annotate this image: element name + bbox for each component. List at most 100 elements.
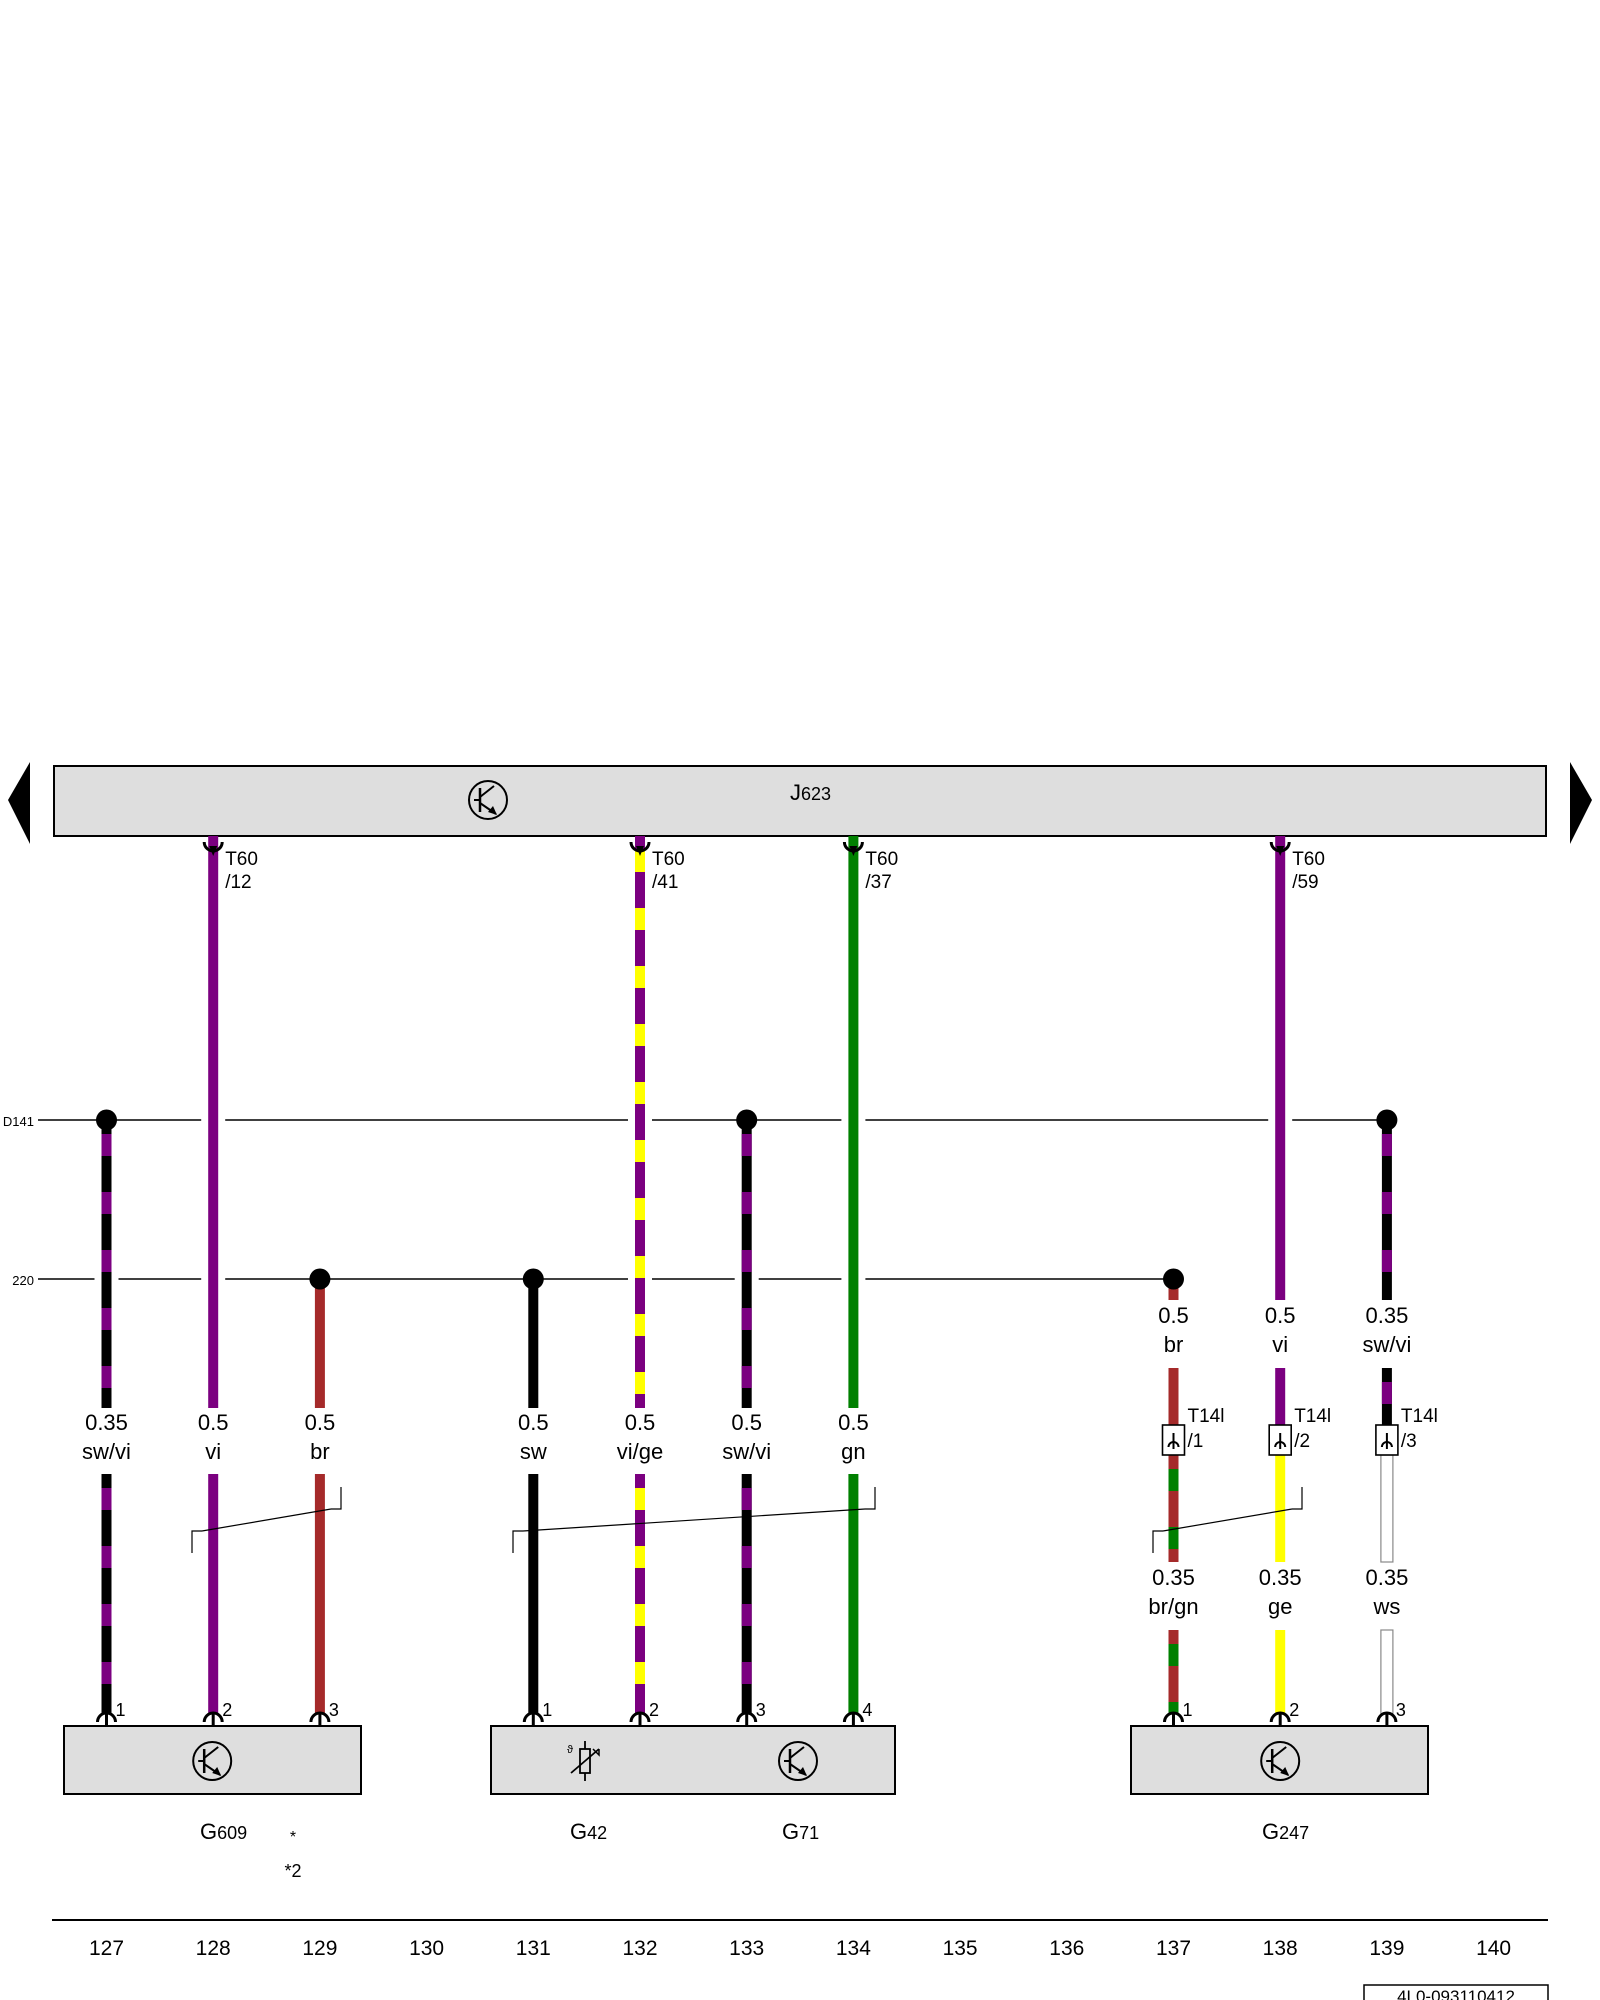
wire-segment [1168,1630,1179,1714]
ecu-pin: T60/41 [629,841,685,893]
wire-label: 0.5gn [838,1410,869,1464]
wire-segment [208,1474,219,1714]
twisted-pair-bracket [512,1487,876,1553]
wire-color-code: sw/vi [82,1439,131,1464]
wire-stripe [741,1604,752,1626]
component-id-letter: G [1262,1819,1279,1844]
wire-size: 0.35 [1259,1565,1302,1590]
wire-stripe [101,1134,112,1156]
junction-node [96,1109,117,1131]
column-number: 137 [1156,1937,1191,1960]
wire-size: 0.35 [1365,1303,1408,1328]
junction-node [522,1268,544,1290]
ecu-box [53,765,1547,837]
pin-plug-icon [629,1711,651,1723]
component-pin-number: 3 [756,1700,766,1720]
component-id-number: 609 [217,1823,247,1843]
wire-stripe [635,1314,645,1336]
ecu-pin-number: /59 [1292,872,1318,893]
wire-stripe [101,1546,112,1568]
ecu-id-number: 623 [801,784,831,804]
pin-plug-icon [1376,1711,1398,1723]
wire-stripe [741,1134,752,1156]
pin-arrow-icon [849,846,858,856]
inline-connector-name: T14l [1401,1406,1438,1427]
bracket-right [331,1487,342,1510]
inline-connector: T14l/3 [1375,1406,1438,1456]
wire-stripe [635,1256,645,1278]
bracket-left [191,1530,202,1553]
transistor-icon [192,1741,233,1781]
wire-stripe [1381,1134,1392,1156]
wire-size: 0.5 [305,1410,336,1435]
ecu-pin-number: /37 [865,872,891,893]
wire-label: 0.5vi/ge [617,1410,663,1464]
component-pin-number: 1 [542,1700,552,1720]
bracket-left [512,1530,523,1553]
column-number: 139 [1369,1937,1404,1960]
wire-color-code: ws [1372,1594,1400,1619]
wire-segment [101,1474,112,1714]
component-pin-number: 2 [1289,1700,1299,1720]
wire-segment [314,1474,325,1714]
bracket-right [1292,1487,1303,1510]
wire-stripe [741,1192,752,1214]
document-id: 4L0-093110412 [1397,1987,1515,2000]
twisted-pair-bracket [1152,1487,1303,1553]
wire-size: 0.5 [518,1410,549,1435]
wire-stripe [1381,1192,1392,1214]
wire-stripe [1168,1702,1179,1714]
wire-color-code: vi/ge [617,1439,663,1464]
component-box [1130,1725,1429,1795]
ecu-pin-connector: T60 [225,849,258,870]
wire-color-code: br [310,1439,330,1464]
wire-stripe [741,1308,752,1330]
wire-stripe [635,1488,645,1510]
column-number: 132 [622,1937,657,1960]
ecu-pin: T60/59 [1269,841,1325,893]
pin-plug-icon [309,1711,331,1723]
next-page-arrow-icon[interactable] [1570,762,1592,844]
wire-col-127 [101,1120,112,1714]
wire-col-138 [1275,836,1286,1714]
component-pin-number: 2 [649,1700,659,1720]
wire-size: 0.5 [1265,1303,1296,1328]
wire-segment [1275,1455,1286,1562]
wire-stripe [635,1024,645,1046]
component-pin-number: 4 [862,1700,872,1720]
wire-label: 0.5 br [305,1410,336,1464]
ecu-pin-connector: T60 [865,849,898,870]
pin-plug-icon [202,1711,224,1723]
wire-stripe [635,966,645,988]
ecu-j623: J623 [53,765,1547,837]
wire-stripe [635,1372,645,1394]
bracket-line [1162,1508,1293,1532]
wire-segment [1168,1455,1179,1562]
wire-stripe [1381,1382,1392,1404]
component-label: G42 [570,1819,607,1844]
wire-stripe [741,1366,752,1388]
wire-label: 0.5vi [1265,1303,1296,1357]
thermistor-theta: ϑ [567,1744,573,1756]
component-pin-number: 3 [1396,1700,1406,1720]
wire-col-129 [314,1279,325,1714]
wire-segment [635,1474,645,1714]
column-number: 135 [943,1937,978,1960]
component-box [490,1725,896,1795]
junction-node [1376,1109,1398,1131]
wire-stripe [1168,1527,1179,1549]
prev-page-arrow-icon[interactable] [8,762,30,844]
column-number: 136 [1049,1937,1084,1960]
pin-plug-icon [1269,1711,1291,1723]
component-label: G71 [782,1819,819,1844]
transistor-collector [203,1746,219,1759]
pin-plug-icon [522,1711,544,1723]
wire-label: 0.5br [1158,1303,1189,1357]
document-id-box [1363,1984,1549,2000]
wire-stripe [635,1198,645,1220]
wire-segment [1275,1630,1286,1714]
